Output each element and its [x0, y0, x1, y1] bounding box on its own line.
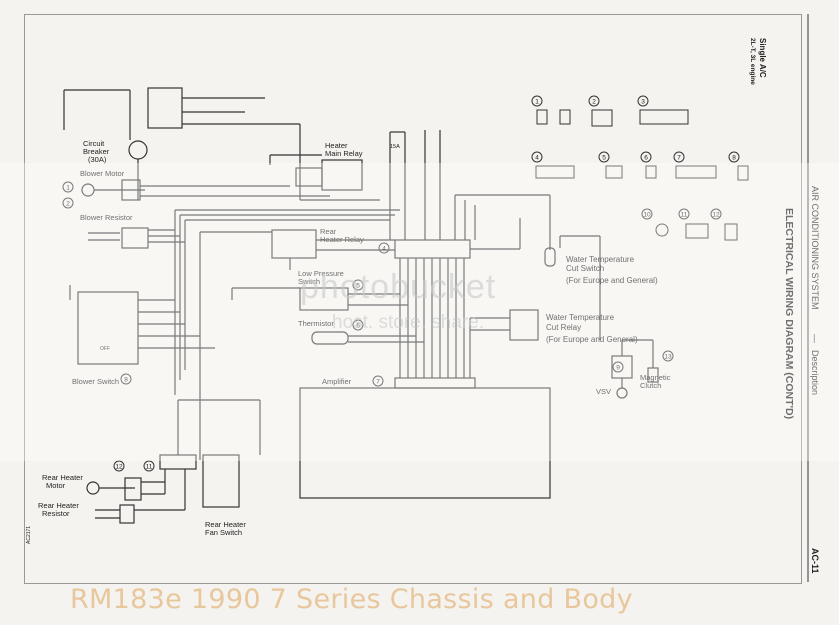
label-magnetic-clutch-2: Clutch: [640, 381, 661, 390]
label-wt-cut-relay-2: Cut Relay: [546, 323, 581, 332]
label-rear-heater-resistor-1: Rear Heater: [38, 501, 79, 510]
callout-thermistor: 6: [356, 323, 360, 330]
callout-magnetic-clutch: 13: [664, 354, 672, 361]
label-rear-heater-motor-1: Rear Heater: [42, 473, 83, 482]
variant-line-2: 2L-T, 3L engine: [749, 38, 756, 85]
label-off: OFF: [100, 346, 110, 352]
callout-rear-heater-conn: 11: [146, 464, 153, 471]
label-magnetic-clutch-1: Magnetic: [640, 373, 671, 382]
caption: RM183e 1990 7 Series Chassis and Body: [70, 584, 633, 615]
label-thermistor: Thermistor: [298, 319, 334, 328]
label-heater-main-relay-1: Heater: [325, 141, 348, 150]
label-amplifier: Amplifier: [322, 377, 352, 386]
callout-1: 1: [535, 99, 539, 106]
callout-7: 7: [677, 155, 681, 162]
label-wt-cut-switch-1: Water Temperature: [566, 255, 635, 264]
callout-3: 3: [641, 99, 645, 106]
callout-amplifier: 7: [376, 379, 380, 386]
side-code: AC2171: [26, 526, 32, 544]
label-circuit-breaker-rating: (30A): [88, 155, 107, 164]
label-rear-heater-relay-1: Rear: [320, 227, 337, 236]
callout-vsv: 9: [616, 365, 620, 372]
callout-8: 8: [732, 155, 736, 162]
section-title: AIR CONDITIONING SYSTEM: [810, 186, 820, 310]
label-rear-heater-motor-2: Motor: [46, 481, 66, 490]
callout-numbers: 1 2 3 4 5 6 7 8 10 11 12 1 2 4 5 6 7 8 1…: [66, 99, 736, 471]
label-rear-heater-fan-switch-1: Rear Heater: [205, 520, 246, 529]
label-vsv: VSV: [596, 387, 611, 396]
label-heater-main-relay-2: Main Relay: [325, 149, 363, 158]
callout-blower-motor: 1: [66, 185, 70, 192]
label-rear-heater-resistor-2: Resistor: [42, 509, 70, 518]
label-wt-cut-switch-2: Cut Switch: [566, 264, 604, 273]
callout-circles: [62, 95, 740, 472]
callout-4: 4: [535, 155, 539, 162]
page-number: AC-11: [810, 548, 820, 574]
callout-11: 11: [681, 212, 688, 219]
label-circuit-breaker-2: Breaker: [83, 147, 110, 156]
callout-low-pressure: 5: [356, 283, 360, 290]
label-wt-cut-switch-3: (For Europe and General): [566, 276, 658, 285]
section-dash: —: [810, 334, 820, 343]
label-fuse: 15A: [390, 144, 400, 150]
callout-rear-heater-motor: 12: [115, 464, 123, 471]
callout-2: 2: [592, 99, 596, 106]
callout-5: 5: [602, 155, 606, 162]
callout-12: 12: [712, 212, 720, 219]
label-blower-motor: Blower Motor: [80, 169, 125, 178]
label-blower-switch: Blower Switch: [72, 377, 119, 386]
label-circuit-breaker: Circuit: [83, 139, 105, 148]
component-labels: Circuit Breaker (30A) Heater Main Relay …: [38, 139, 671, 537]
label-rear-heater-relay-2: Heater Relay: [320, 235, 364, 244]
label-rear-heater-fan-switch-2: Fan Switch: [205, 528, 242, 537]
variant-line-1: Single A/C: [758, 38, 767, 78]
section-sub: Description: [810, 350, 820, 395]
callout-10: 10: [643, 212, 651, 219]
label-low-pressure-1: Low Pressure: [298, 269, 344, 278]
callout-blower-resistor: 2: [66, 201, 70, 208]
wires: [63, 14, 809, 582]
label-blower-resistor: Blower Resistor: [80, 213, 133, 222]
label-wt-cut-relay-3: (For Europe and General): [546, 335, 638, 344]
callout-connector-4: 4: [382, 246, 386, 253]
sheet-border: [24, 14, 802, 584]
callout-6: 6: [644, 155, 648, 162]
label-wt-cut-relay-1: Water Temperature: [546, 313, 615, 322]
callout-blower-switch: 8: [124, 377, 128, 384]
label-low-pressure-2: Switch: [298, 277, 320, 286]
water-temp-labels: Water Temperature Cut Switch (For Europe…: [546, 255, 658, 344]
connector-icons: [535, 109, 749, 241]
diagram-title: ELECTRICAL WIRING DIAGRAM (CONT'D): [783, 208, 795, 419]
